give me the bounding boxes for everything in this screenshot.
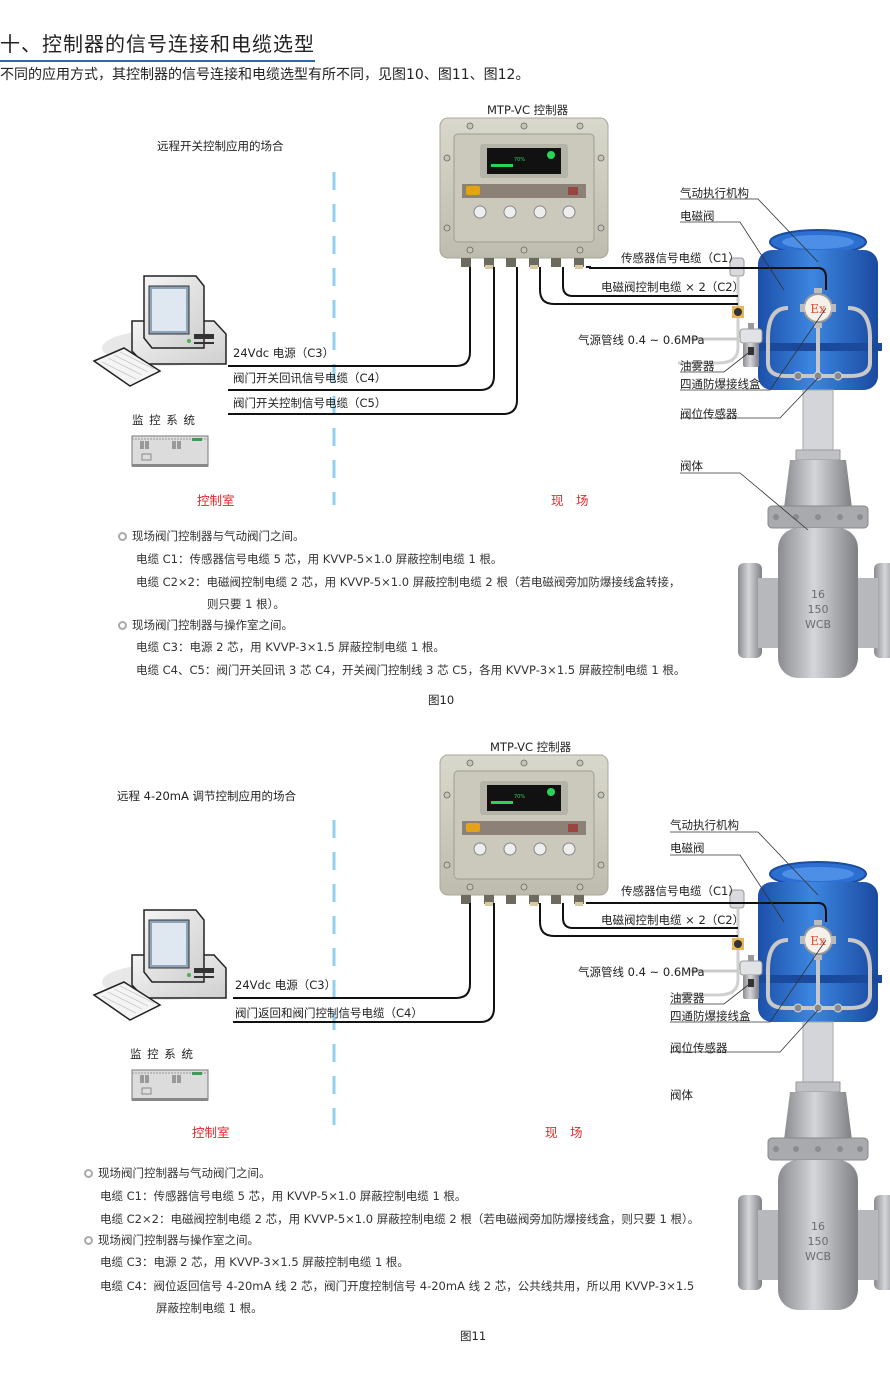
part-actuator-label: 气动执行机构 [680,186,749,200]
plc-rack-icon [131,1069,209,1102]
bullet-icon [84,1236,93,1245]
note-heading: 现场阀门控制器与气动阀门之间。 [84,1165,271,1181]
monitor-label: 监 控 系 统 [132,413,196,427]
control-cables [233,903,495,1023]
note-item: 电缆 C3：电源 2 芯，用 KVVP-3×1.5 屏蔽控制电缆 1 根。 [100,1255,409,1269]
part-lubricator-label: 油雾器 [680,359,715,373]
part-valve-body-label: 阀体 [670,1088,693,1102]
part-valve-body-label: 阀体 [680,459,703,473]
zone-label-control-room: 控制室 [197,493,235,508]
lubricator-image [739,954,763,1000]
pneumatic-valve-image [676,860,890,1312]
controller-image [439,754,609,907]
note-item-continued: 则只要 1 根）。 [207,597,285,611]
note-item: 电缆 C1：传感器信号电缆 5 芯，用 KVVP-5×1.0 屏蔽控制电缆 1 … [100,1189,467,1203]
monitoring-pc-icon [93,909,227,1021]
part-position-sensor-label: 阀位传感器 [680,407,738,421]
bullet-icon [118,532,127,541]
leader-lines [680,198,827,531]
pneumatic-valve-image [676,228,890,680]
air-source-label: 气源管线 0.4 ~ 0.6MPa [578,333,705,347]
cable-c5-label: 阀门开关控制信号电缆（C5） [233,396,387,410]
monitor-label: 监 控 系 统 [130,1047,194,1061]
note-heading: 现场阀门控制器与气动阀门之间。 [118,528,305,544]
figure-11-drawing [93,754,890,1312]
field-cables [539,902,827,937]
plc-rack-icon [131,435,209,468]
note-heading: 现场阀门控制器与操作室之间。 [84,1232,259,1248]
zone-label-control-room: 控制室 [192,1125,230,1140]
note-item: 电缆 C2×2：电磁阀控制电缆 2 芯，用 KVVP-5×1.0 屏蔽控制电缆 … [136,575,681,589]
note-item-continued: 屏蔽控制电缆 1 根。 [156,1301,263,1315]
note-heading: 现场阀门控制器与操作室之间。 [118,617,293,633]
zone-label-field: 现 场 [545,1125,583,1140]
bullet-icon [118,621,127,630]
air-source-label: 气源管线 0.4 ~ 0.6MPa [578,965,705,979]
note-item: 电缆 C4、C5：阀门开关回讯 3 芯 C4，开关阀门控制线 3 芯 C5，各用… [136,663,686,677]
bullet-icon [84,1169,93,1178]
cable-c1-label: 传感器信号电缆（C1） [621,251,740,265]
part-junction-box-label: 四通防爆接线盒 [680,377,761,391]
scenario-label: 远程 4-20mA 调节控制应用的场合 [117,789,296,803]
cable-c3-label: 24Vdc 电源（C3） [235,978,337,992]
note-item: 电缆 C4：阀位返回信号 4-20mA 线 2 芯，阀门开度控制信号 4-20m… [100,1279,695,1293]
section-intro: 不同的应用方式，其控制器的信号连接和电缆选型有所不同，见图10、图11、图12。 [0,67,530,83]
field-cables [539,266,827,305]
cable-c1-label: 传感器信号电缆（C1） [621,884,740,898]
scenario-label: 远程开关控制应用的场合 [157,139,284,153]
part-solenoid-label: 电磁阀 [680,209,715,223]
monitoring-pc-icon [93,275,227,387]
zone-label-field: 现 场 [551,493,589,508]
control-cables [228,267,518,415]
section-title: 十、控制器的信号连接和电缆选型 [0,28,315,62]
note-item: 电缆 C1：传感器信号电缆 5 芯，用 KVVP-5×1.0 屏蔽控制电缆 1 … [136,552,503,566]
note-item: 电缆 C2×2：电磁阀控制电缆 2 芯，用 KVVP-5×1.0 屏蔽控制电缆 … [100,1212,700,1226]
cable-c2-label: 电磁阀控制电缆 × 2（C2） [601,913,745,927]
part-position-sensor-label: 阀位传感器 [670,1041,728,1055]
cable-c4-label: 阀门开关回讯信号电缆（C4） [233,371,387,385]
controller-image [439,117,609,270]
controller-label: MTP-VC 控制器 [490,740,572,754]
figure-caption: 图11 [460,1329,487,1343]
part-actuator-label: 气动执行机构 [670,818,739,832]
figure-10-drawing [93,117,890,680]
leader-lines [670,831,827,1053]
cable-c2-label: 电磁阀控制电缆 × 2（C2） [601,280,745,294]
cable-c4-label: 阀门返回和阀门控制信号电缆（C4） [235,1006,423,1020]
lubricator-image [739,322,763,368]
part-lubricator-label: 油雾器 [670,991,705,1005]
figure-caption: 图10 [428,693,455,707]
part-junction-box-label: 四通防爆接线盒 [670,1009,751,1023]
note-item: 电缆 C3：电源 2 芯，用 KVVP-3×1.5 屏蔽控制电缆 1 根。 [136,640,445,654]
cable-c3-label: 24Vdc 电源（C3） [233,346,335,360]
part-solenoid-label: 电磁阀 [670,841,705,855]
controller-label: MTP-VC 控制器 [487,103,569,117]
